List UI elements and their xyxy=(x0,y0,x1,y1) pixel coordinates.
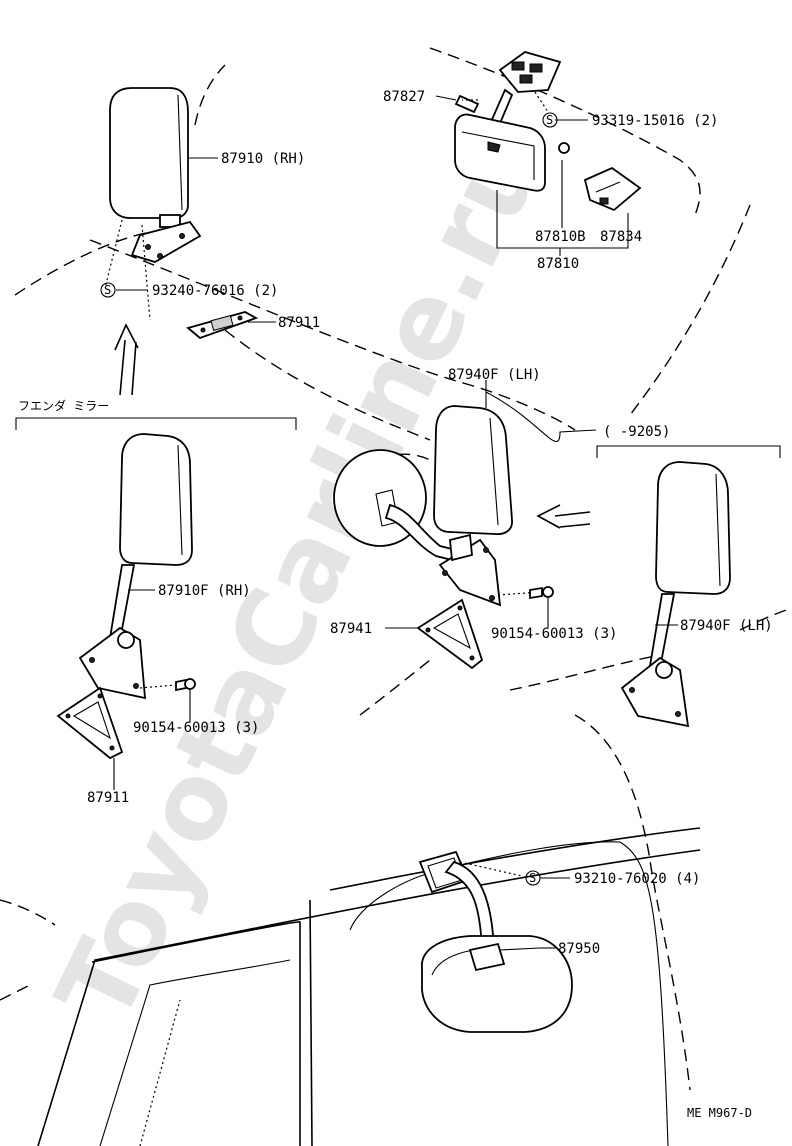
mirror-87940f-lh-center xyxy=(333,405,541,607)
label-87910-rh: 87910 (RH) xyxy=(221,151,305,167)
gasket-87911-top xyxy=(186,311,259,340)
leader-arc xyxy=(485,391,597,443)
label-87910f-rh: 87910F (RH) xyxy=(158,583,251,599)
label-87827: 87827 xyxy=(383,89,425,105)
screw-symbol-text: S xyxy=(546,113,553,127)
direction-arrow-right xyxy=(536,504,591,529)
label-93210-76020: 93210-76020 (4) xyxy=(574,871,700,887)
label-87941: 87941 xyxy=(330,621,372,637)
label-87940f-lh-center: 87940F (LH) xyxy=(448,367,541,383)
label-87940f-lh-right: 87940F (LH) xyxy=(680,618,773,634)
label-87810b: 87810B xyxy=(535,229,586,245)
mirror-87910-rh xyxy=(104,87,202,321)
label-90154-60013-center: 90154-60013 (3) xyxy=(491,626,617,642)
screw-90154-center xyxy=(529,586,554,600)
mirror-87910f-rh-fender xyxy=(78,433,193,700)
label-87911-top: 87911 xyxy=(278,315,320,331)
section-date-range: ( -9205) xyxy=(603,424,670,440)
label-87911-bottom: 87911 xyxy=(87,790,129,806)
label-90154-60013-left: 90154-60013 (3) xyxy=(133,720,259,736)
roof-panel-lines xyxy=(37,827,701,1146)
gasket-87911-bottom xyxy=(56,686,124,760)
vehicle-outline-lines xyxy=(0,47,792,1091)
mirror-87940f-lh-right xyxy=(620,461,731,728)
gasket-87941 xyxy=(416,598,484,670)
label-93319-15016: 93319-15016 (2) xyxy=(592,113,718,129)
label-93240-76016: 93240-76016 (2) xyxy=(152,283,278,299)
screw-symbol-93240: S xyxy=(100,282,116,298)
section-brackets xyxy=(15,417,781,458)
diagram-code: ME M967-D xyxy=(687,1106,752,1120)
direction-arrow-left xyxy=(114,323,139,396)
screw-symbol-text: S xyxy=(529,871,536,885)
section-title-fender-mirror: フエンダ ミラー xyxy=(18,398,109,413)
inner-mirror-87810 xyxy=(454,51,642,256)
leader-lines xyxy=(113,95,678,951)
label-87950: 87950 xyxy=(558,941,600,957)
screw-symbol-93319: S xyxy=(542,112,558,128)
label-87810: 87810 xyxy=(537,256,579,272)
screw-symbol-text: S xyxy=(104,283,111,297)
screw-90154-left xyxy=(175,678,196,692)
under-mirror-87950 xyxy=(418,850,573,1033)
label-87834: 87834 xyxy=(600,229,642,245)
screw-symbol-93210: S xyxy=(525,870,541,886)
